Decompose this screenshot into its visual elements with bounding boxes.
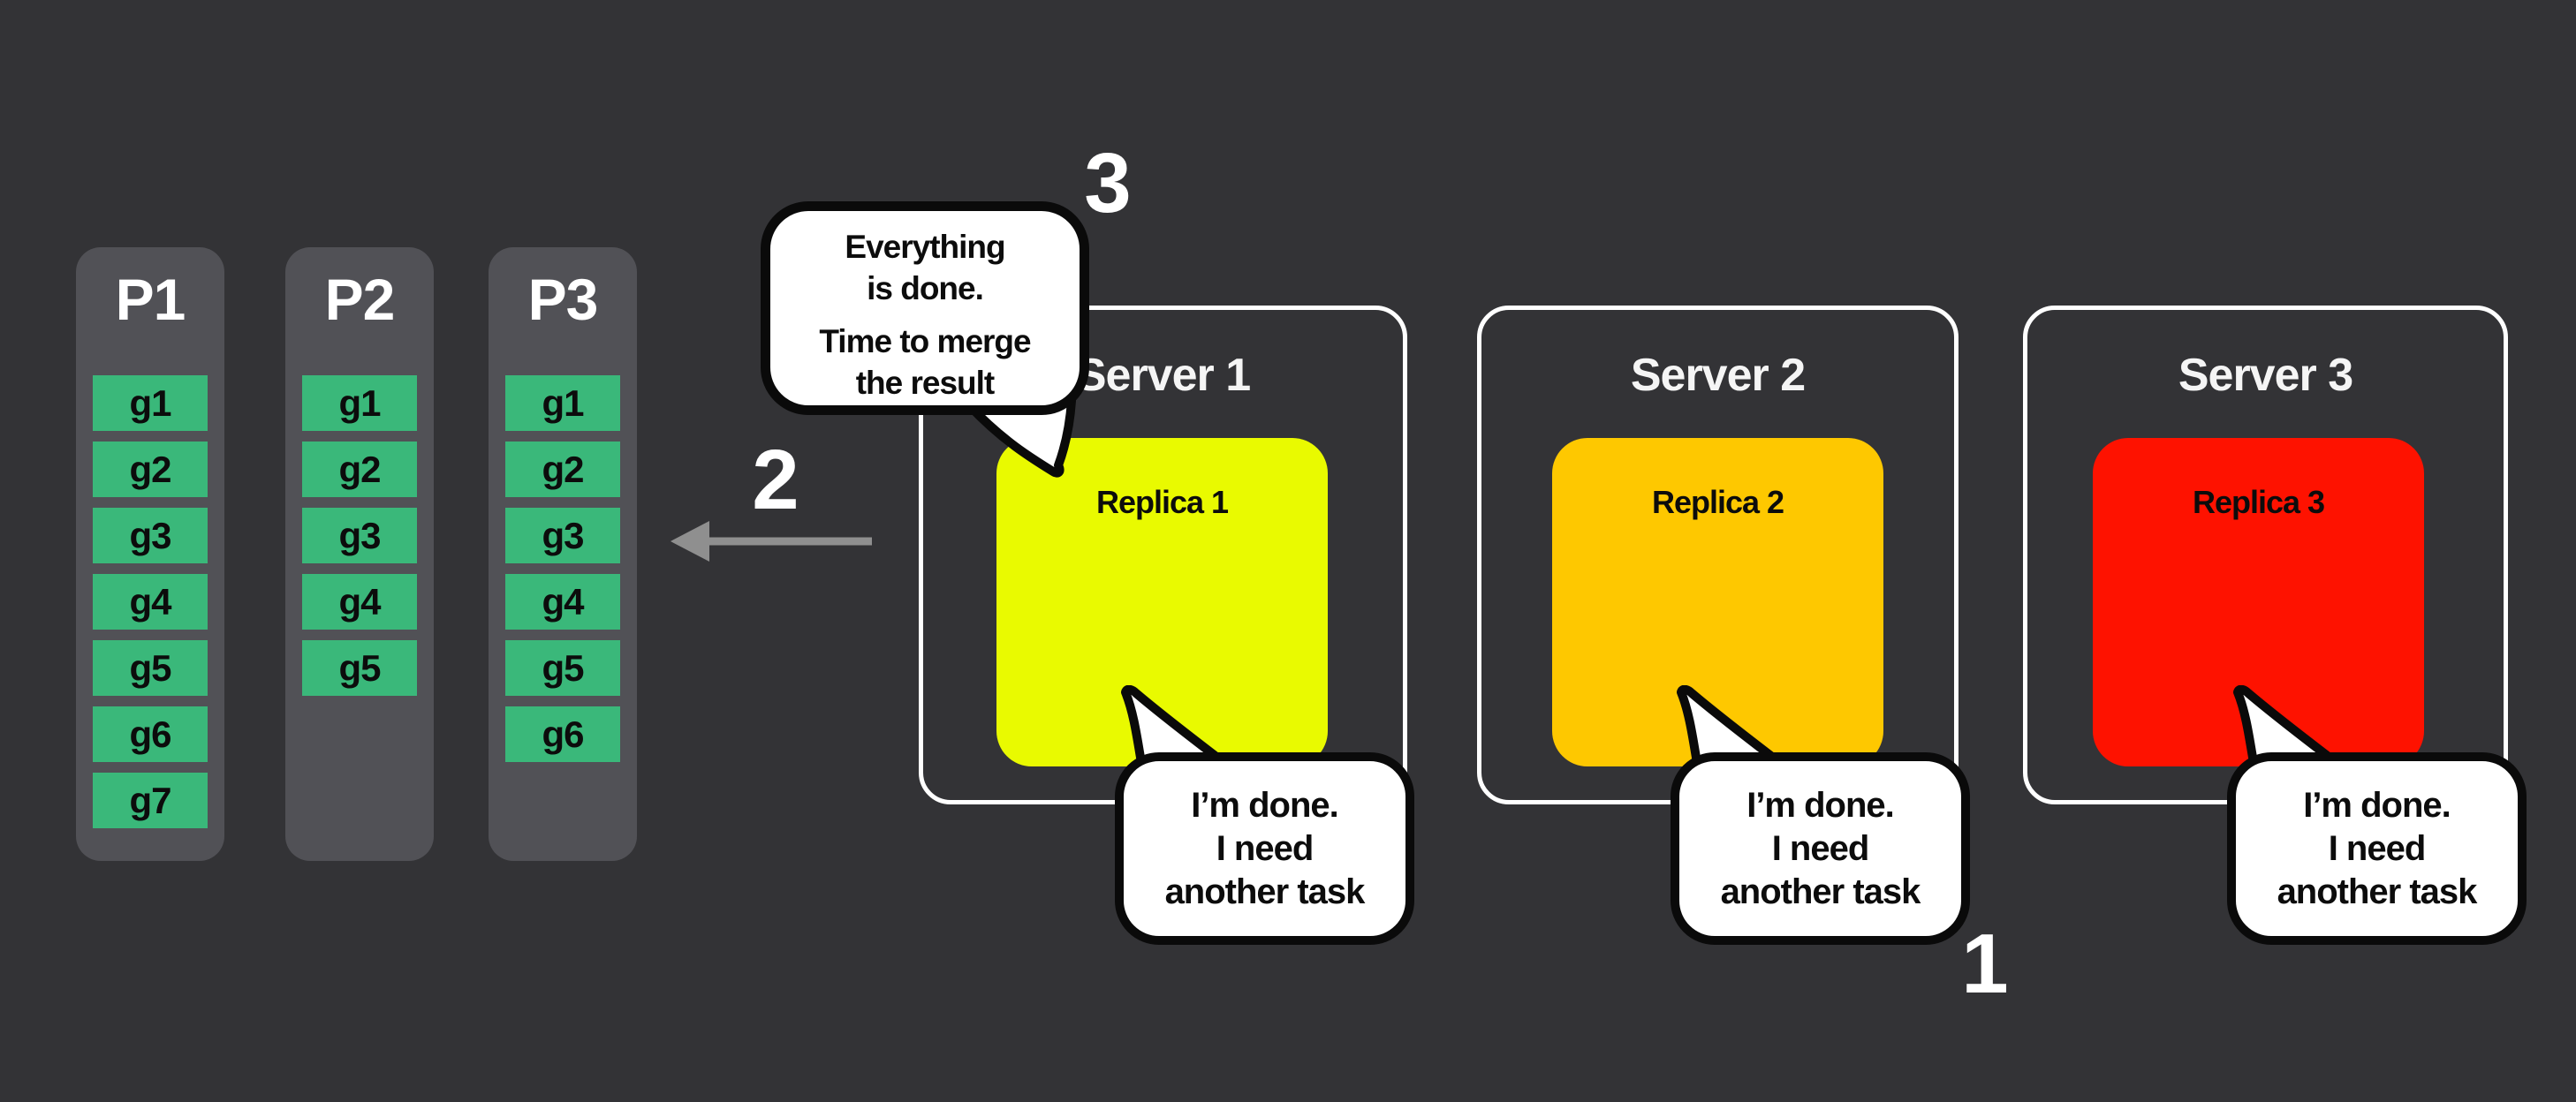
task-cell: g4 [505, 574, 620, 630]
server-title: Server 3 [2178, 350, 2353, 401]
partition-label: P2 [324, 267, 396, 332]
partition-label: P3 [527, 267, 599, 332]
left-arrow-icon [671, 521, 872, 562]
task-cell: g2 [302, 442, 417, 497]
worker-bubble-tail-1 [1121, 685, 1229, 767]
merge-bubble-text-1: Everything is done. [845, 229, 1005, 307]
step-number-1: 1 [1961, 917, 2009, 1011]
task-cell: g3 [505, 508, 620, 563]
worker-bubble-tail-3 [2233, 685, 2341, 767]
replica-label: Replica 3 [2192, 484, 2325, 520]
task-cell: g7 [93, 773, 208, 828]
task-cell: g6 [93, 706, 208, 762]
replica-label: Replica 2 [1651, 484, 1784, 520]
step-number-2: 2 [752, 433, 799, 527]
partition-column-p2: P2 g1 g2 g3 g4 g5 [285, 247, 434, 861]
task-cell: g4 [302, 574, 417, 630]
task-cell: g2 [505, 442, 620, 497]
worker-bubble-text: I’m done. I need another task [1720, 786, 1921, 911]
server-box-1: Server 1 [919, 306, 1407, 804]
task-cell: g5 [302, 640, 417, 696]
task-list: g1 g2 g3 g4 g5 g6 g7 [93, 375, 208, 828]
worker-bubble-text: I’m done. I need another task [1164, 786, 1366, 911]
task-cell: g1 [93, 375, 208, 431]
task-cell: g1 [302, 375, 417, 431]
replica-label: Replica 1 [1095, 484, 1229, 520]
task-list: g1 g2 g3 g4 g5 [302, 375, 417, 696]
merge-bubble-tail [966, 396, 1076, 478]
task-cell: g1 [505, 375, 620, 431]
merge-speech-bubble: Everything is done. Time to merge the re… [761, 201, 1089, 415]
task-cell: g3 [93, 508, 208, 563]
worker-speech-bubble-2: I’m done. I need another task [1671, 752, 1970, 945]
task-list: g1 g2 g3 g4 g5 g6 [505, 375, 620, 762]
worker-speech-bubble-3: I’m done. I need another task [2227, 752, 2527, 945]
task-cell: g5 [505, 640, 620, 696]
task-cell: g4 [93, 574, 208, 630]
partition-label: P1 [115, 267, 186, 332]
task-cell: g2 [93, 442, 208, 497]
worker-bubble-text: I’m done. I need another task [2277, 786, 2478, 911]
server-title: Server 2 [1630, 350, 1806, 401]
step-number-3: 3 [1084, 136, 1132, 230]
worker-bubble-tail-2 [1677, 685, 1784, 767]
server-title: Server 1 [1075, 350, 1251, 401]
worker-speech-bubble-1: I’m done. I need another task [1115, 752, 1414, 945]
partition-column-p3: P3 g1 g2 g3 g4 g5 g6 [489, 247, 637, 861]
task-cell: g6 [505, 706, 620, 762]
task-cell: g5 [93, 640, 208, 696]
merge-bubble-text-2: Time to merge the result [819, 322, 1031, 402]
task-cell: g3 [302, 508, 417, 563]
partition-column-p1: P1 g1 g2 g3 g4 g5 g6 g7 [76, 247, 224, 861]
